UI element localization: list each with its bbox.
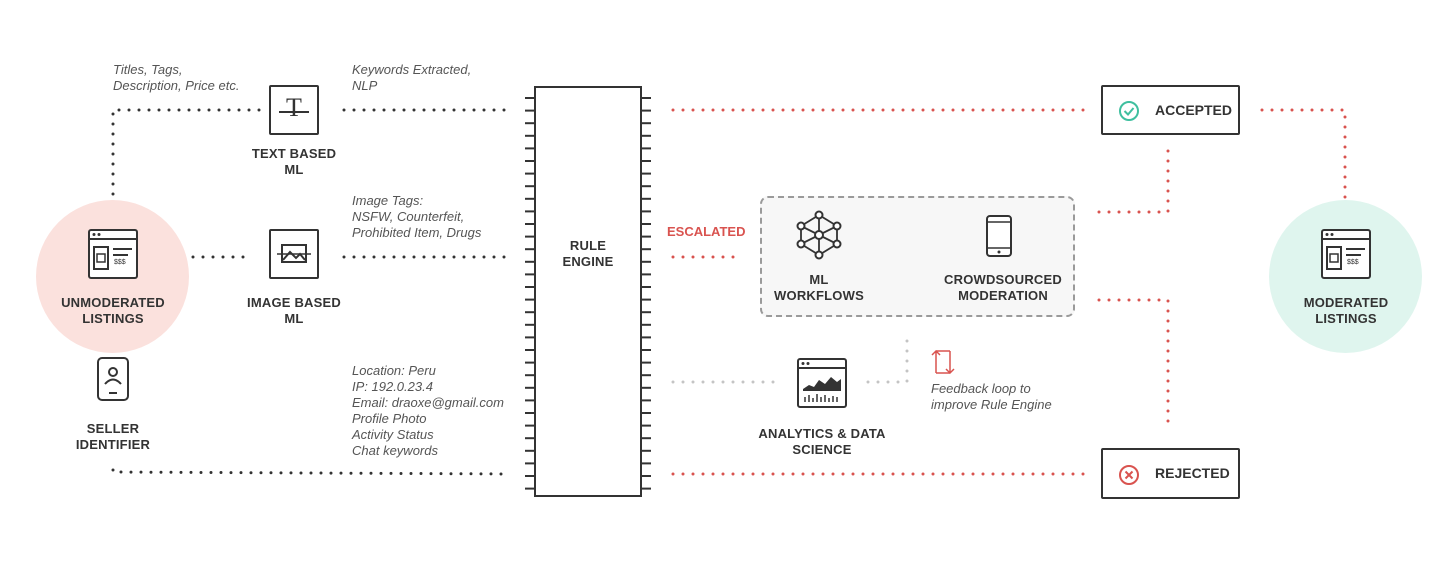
rejected-label: REJECTED [1155, 465, 1230, 481]
text-document-icon: T [269, 85, 319, 135]
smartphone-icon [986, 215, 1012, 257]
listing-window-icon [1321, 229, 1371, 279]
moderated-listings-label: MODERATED LISTINGS [1303, 295, 1389, 326]
feedback-loop-icon [931, 349, 955, 375]
image-document-icon [269, 229, 319, 279]
feedback-note: Feedback loop to improve Rule Engine [931, 381, 1052, 412]
check-circle-icon [1119, 101, 1139, 121]
neural-network-icon [796, 210, 842, 260]
analytics-label: ANALYTICS & DATA SCIENCE [758, 426, 886, 457]
rejected-box: REJECTED [1101, 448, 1240, 499]
unmoderated-price-tag: $$$ [114, 259, 126, 266]
escalation-group [760, 196, 1075, 317]
seller-identifier-label: SELLER IDENTIFIER [75, 421, 151, 452]
smartphone-icon [97, 357, 129, 401]
ml-workflows-label: ML WORKFLOWS [774, 272, 864, 303]
unmoderated-listings-label: UNMODERATED LISTINGS [61, 295, 165, 326]
image-tags-note: Image Tags: NSFW, Counterfeit, Prohibite… [352, 193, 482, 240]
accepted-label: ACCEPTED [1155, 102, 1233, 118]
text-based-ml-label: TEXT BASED ML [251, 146, 337, 177]
seller-info-note: Location: Peru IP: 192.0.23.4 Email: dra… [352, 363, 504, 458]
escalated-label: ESCALATED [667, 224, 746, 239]
crowdsourced-moderation-label: CROWDSOURCED MODERATION [944, 272, 1062, 303]
rule-engine-pins [525, 97, 651, 490]
analytics-chart-icon [797, 358, 847, 408]
rule-engine-block [534, 86, 642, 497]
accepted-box: ACCEPTED [1101, 85, 1240, 135]
keywords-note: Keywords Extracted, NLP [352, 62, 472, 93]
moderated-price-tag: $$$ [1347, 259, 1359, 266]
image-based-ml-label: IMAGE BASED ML [247, 295, 341, 326]
text-inputs-note: Titles, Tags, Description, Price etc. [113, 62, 240, 93]
x-circle-icon [1119, 465, 1139, 485]
rule-engine-label: RULE ENGINE [562, 238, 614, 269]
listing-window-icon [88, 229, 138, 279]
